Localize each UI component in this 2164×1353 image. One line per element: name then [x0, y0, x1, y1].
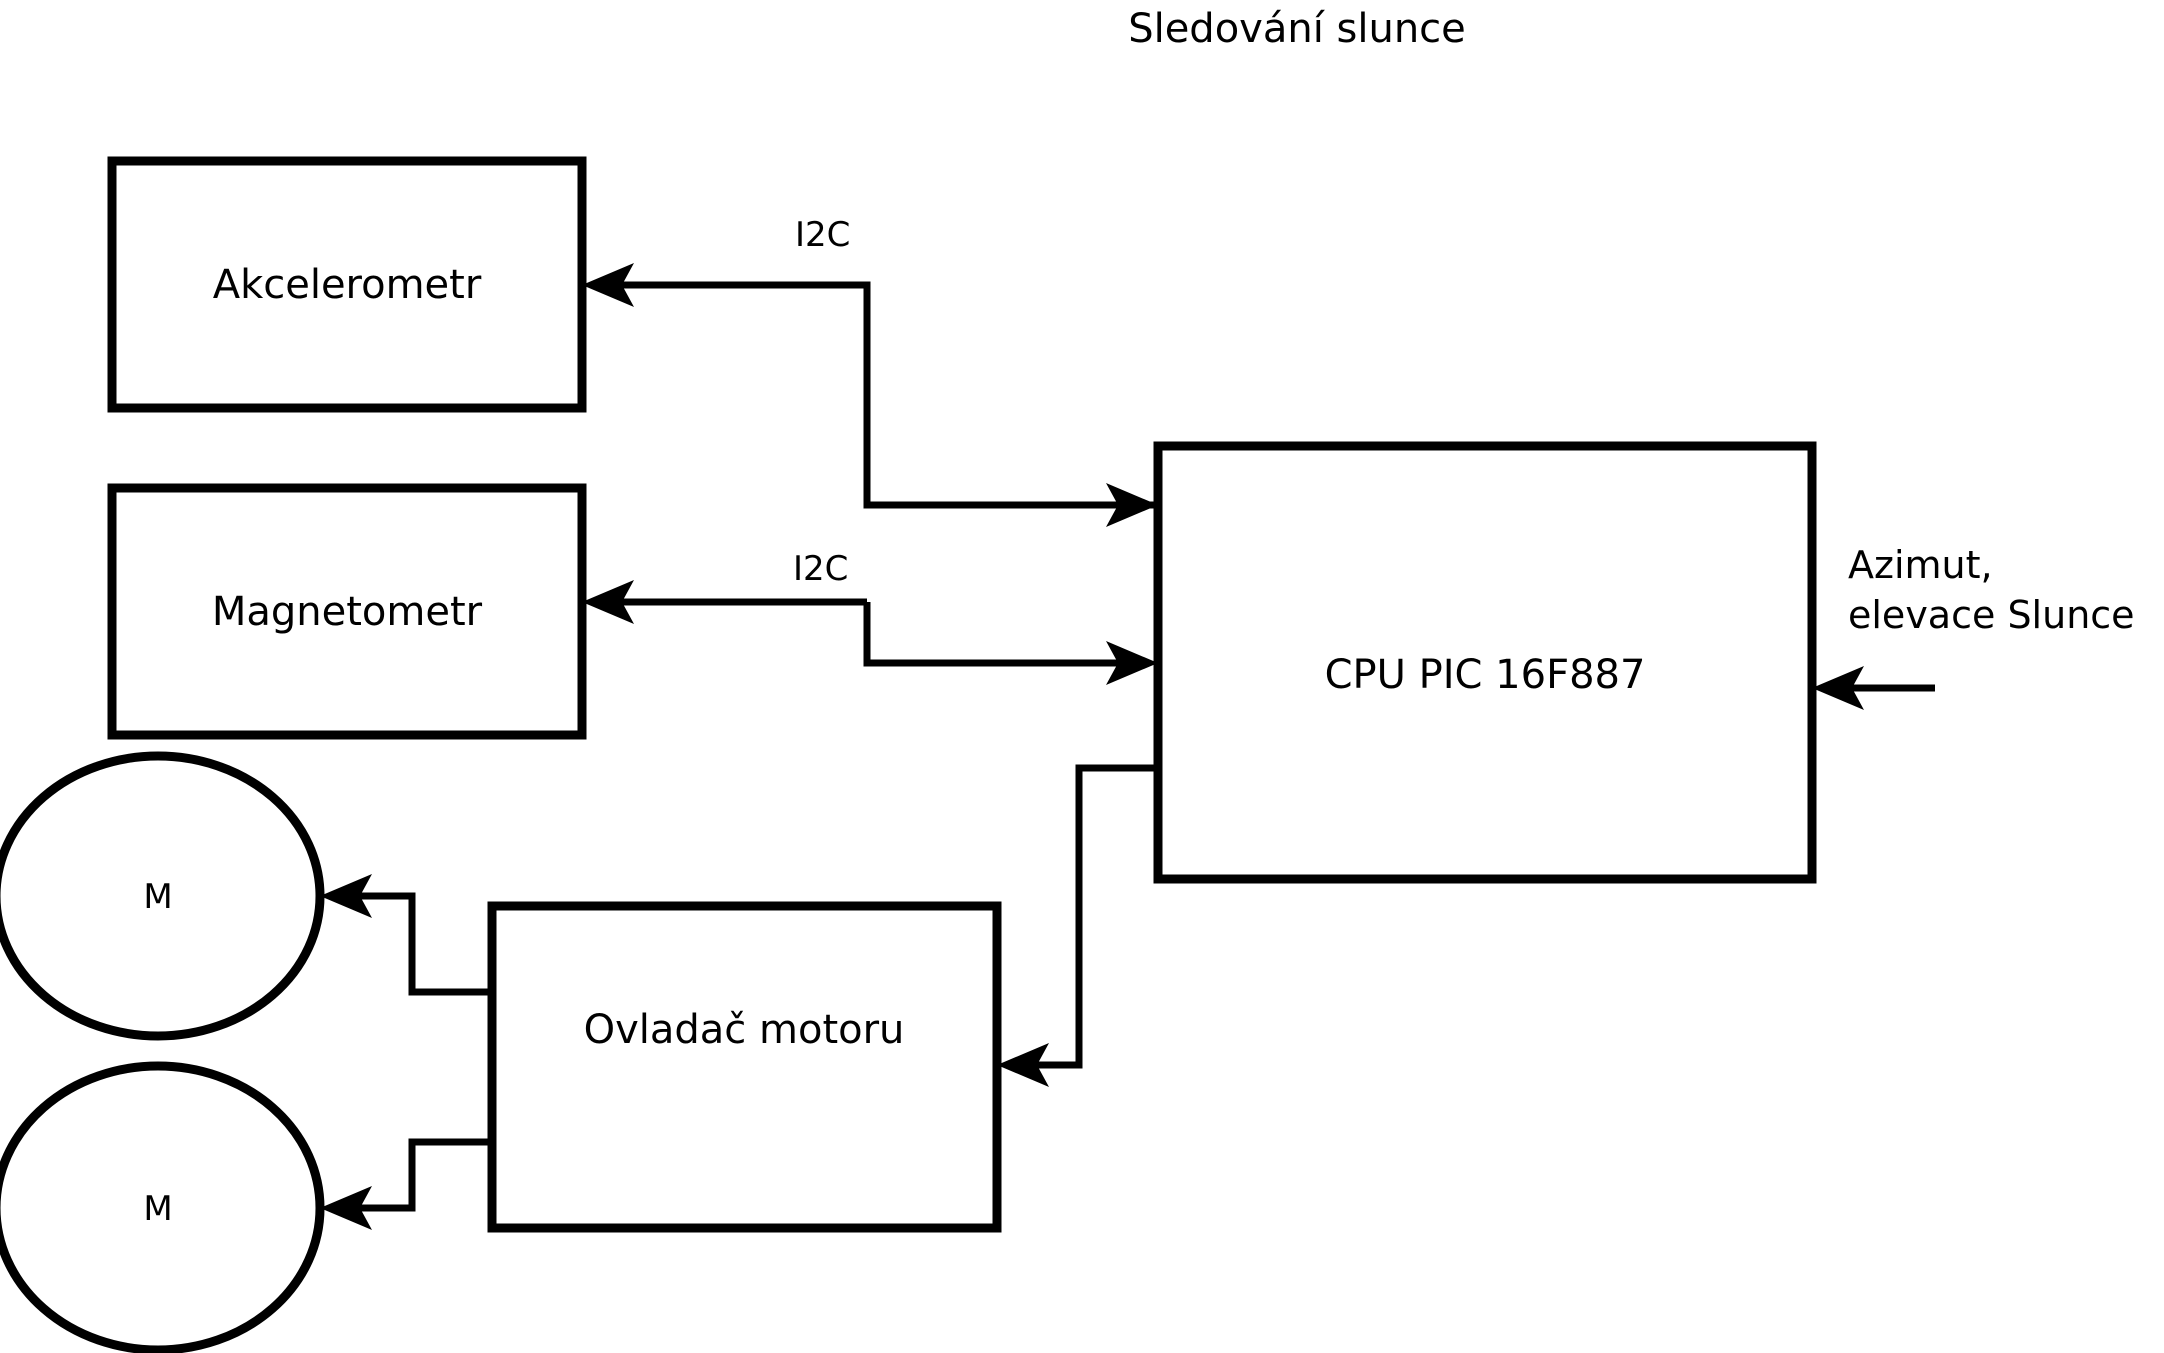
wire-label-magnetometer-bus: I2C — [793, 549, 848, 589]
external-input-label-line2: elevace Slunce — [1848, 593, 2135, 637]
block-accelerometer[interactable] — [107, 156, 587, 413]
wire-cpu-to-accelerometer — [600, 281, 1158, 509]
arrowhead-cpu-in-upper — [1106, 483, 1158, 527]
arrowhead-motor-driver-in — [997, 1043, 1049, 1087]
block-cpu[interactable] — [1153, 441, 1817, 884]
wire-label-accelerometer-bus: I2C — [795, 215, 850, 255]
motor-top-label: M — [143, 877, 172, 917]
wire-motor-driver-to-motor-top — [338, 892, 492, 996]
arrowhead-cpu-in-lower — [1106, 641, 1158, 685]
arrowhead-motor-top-in — [320, 874, 372, 918]
arrowhead-motor-bottom-in — [320, 1186, 372, 1230]
block-motor-driver[interactable] — [487, 901, 1002, 1233]
arrowhead-magnetometer-in — [582, 580, 634, 624]
wire-cpu-to-motor-driver — [1015, 764, 1158, 1069]
block-magnetometer[interactable] — [107, 483, 587, 740]
block-magnetometer-label: Magnetometr — [212, 589, 483, 635]
motor-bottom-label: M — [143, 1189, 172, 1229]
diagram-title: Sledování slunce — [1128, 6, 1466, 52]
block-motor-driver-label: Ovladač motoru — [584, 1007, 905, 1053]
wire-motor-driver-to-motor-bottom — [338, 1138, 492, 1212]
wire-magnetometer-to-cpu — [863, 602, 1140, 667]
block-cpu-label: CPU PIC 16F887 — [1325, 652, 1646, 698]
external-input-label-line1: Azimut, — [1848, 543, 1993, 587]
arrowhead-accelerometer-in — [582, 263, 634, 307]
block-accelerometer-label: Akcelerometr — [213, 262, 482, 308]
arrowhead-cpu-external-in — [1812, 666, 1864, 710]
